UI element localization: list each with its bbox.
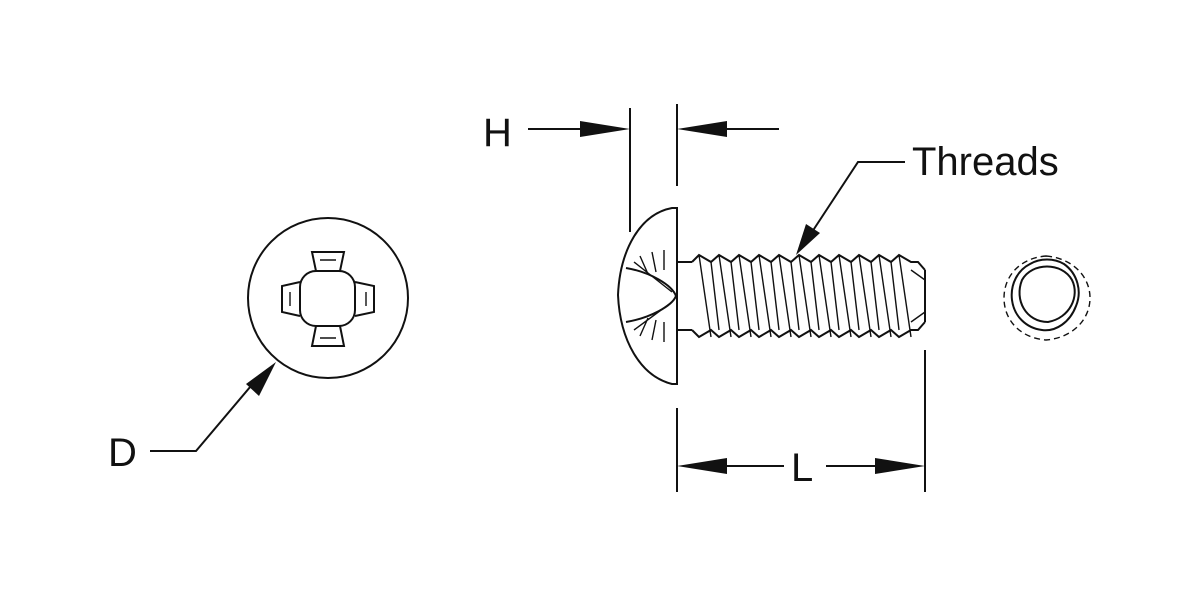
thread-profile <box>691 253 926 339</box>
diameter-dimension: D <box>108 362 276 475</box>
length-label: L <box>791 446 813 490</box>
head-height-label: H <box>483 111 512 155</box>
head-height-dimension: H <box>483 104 779 232</box>
threads-label: Threads <box>912 140 1059 184</box>
threads-callout: Threads <box>796 140 1059 255</box>
screw-side-view <box>616 207 926 385</box>
diameter-label: D <box>108 431 137 475</box>
head-top-view <box>247 217 409 379</box>
phillips-drive-icon <box>281 251 375 347</box>
length-dimension: L <box>676 350 926 492</box>
thread-end-view <box>1003 255 1091 341</box>
